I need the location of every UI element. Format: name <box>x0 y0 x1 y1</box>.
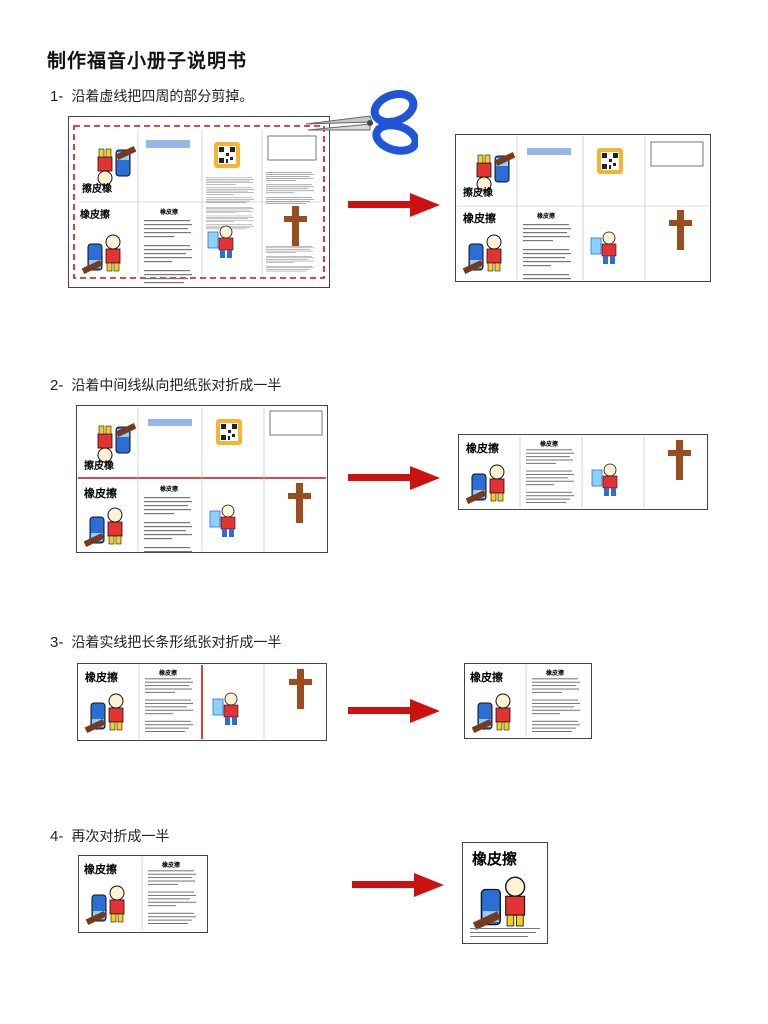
booklet-sheet-trimmed: 擦皮橡 橡皮擦 橡皮擦 <box>455 134 711 282</box>
step-2-number: 2- <box>50 377 64 394</box>
inner-title-text: 橡皮擦 <box>540 440 558 448</box>
cover-title-text: 橡皮擦 <box>84 486 117 500</box>
inner-title-text: 橡皮擦 <box>159 669 177 677</box>
step-3-number: 3- <box>50 634 64 651</box>
step-2-text: 沿着中间线纵向把纸张对折成一半 <box>71 378 282 394</box>
flipped-title-text: 擦皮橡 <box>82 182 112 195</box>
step-3-text: 沿着实线把长条形纸张对折成一半 <box>71 635 282 651</box>
booklet-strip-fold-vertical: 橡皮擦 橡皮擦 <box>77 663 327 741</box>
cover-title-text: 橡皮擦 <box>80 208 110 221</box>
booklet-final: 橡皮擦 <box>462 842 548 944</box>
flipped-title-text: 擦皮橡 <box>463 186 493 199</box>
dashed-cut-border <box>73 125 325 279</box>
cover-title-text: 橡皮擦 <box>85 670 118 684</box>
cover-title-text: 橡皮擦 <box>472 850 517 868</box>
step-3: 3- 沿着实线把长条形纸张对折成一半 <box>50 632 281 652</box>
scissors-icon <box>305 90 418 155</box>
qr-code-icon <box>214 142 240 168</box>
step-4: 4- 再次对折成一半 <box>50 826 169 846</box>
step-2: 2- 沿着中间线纵向把纸张对折成一半 <box>50 375 281 395</box>
step-4-text: 再次对折成一半 <box>71 829 170 845</box>
cover-title-text: 橡皮擦 <box>466 441 499 455</box>
flipped-title-text: 擦皮橡 <box>84 459 114 472</box>
inner-title-text: 橡皮擦 <box>162 861 180 869</box>
step-4-number: 4- <box>50 828 64 845</box>
step-1: 1- 沿着虚线把四周的部分剪掉。 <box>50 86 253 106</box>
arrow-right-icon <box>352 873 444 897</box>
page-title: 制作福音小册子说明书 <box>47 50 248 72</box>
step-1-number: 1- <box>50 88 64 105</box>
step-1-text: 沿着虚线把四周的部分剪掉。 <box>71 89 254 105</box>
cover-title-text: 橡皮擦 <box>84 862 117 876</box>
booklet-sheet-fold-horizontal: 擦皮橡 橡皮擦 橡皮擦 <box>76 405 328 553</box>
inner-title-text: 橡皮擦 <box>160 485 178 493</box>
booklet-strip-folded: 橡皮擦 橡皮擦 <box>458 434 708 510</box>
arrow-right-icon <box>348 193 440 217</box>
booklet-quarter-fold: 橡皮擦 橡皮擦 <box>78 855 208 933</box>
booklet-sheet-unfolded-cut: 擦皮橡 橡皮擦 橡皮擦 <box>68 116 330 288</box>
inner-title-text: 橡皮擦 <box>546 669 564 677</box>
arrow-right-icon <box>348 466 440 490</box>
cover-title-text: 橡皮擦 <box>463 211 496 225</box>
cover-title-text: 橡皮擦 <box>470 670 503 684</box>
booklet-half-folded: 橡皮擦 橡皮擦 <box>464 663 592 739</box>
arrow-right-icon <box>348 699 440 723</box>
inner-title-text: 橡皮擦 <box>160 208 178 216</box>
inner-title-text: 橡皮擦 <box>537 212 555 220</box>
